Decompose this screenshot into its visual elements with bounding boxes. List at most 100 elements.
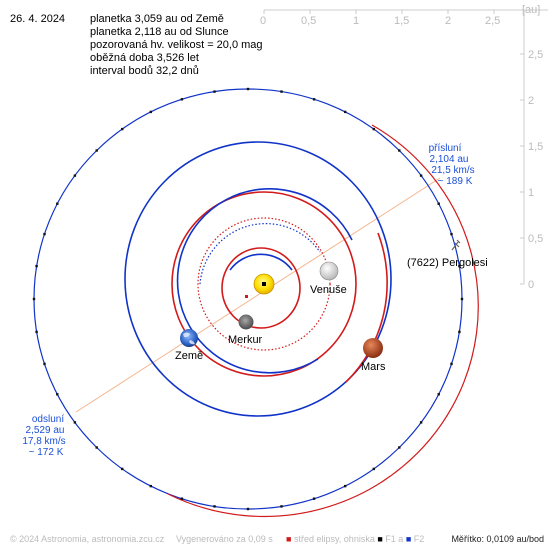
asteroid-marker	[451, 239, 461, 251]
asteroid-orbit-back	[167, 124, 479, 518]
asteroid-orbit-point	[149, 110, 152, 114]
svg-text:2,104 au: 2,104 au	[430, 154, 469, 165]
asteroid-orbit-point	[95, 149, 98, 152]
asteroid-orbit-point	[95, 446, 98, 449]
scale-label: Měřítko: 0,0109 au/bod	[451, 534, 544, 544]
asteroid-orbit-point	[312, 98, 316, 101]
asteroid-orbit-point	[372, 467, 375, 471]
asteroid-orbit-point	[372, 127, 375, 131]
asteroid-orbit	[33, 88, 463, 510]
y-tick-label: 2,5	[528, 49, 543, 61]
mercury-label: Merkur	[228, 334, 263, 346]
svg-text:~ 189 K: ~ 189 K	[438, 176, 473, 187]
asteroid-orbit-point	[344, 484, 347, 488]
asteroid-orbit-points	[32, 87, 464, 511]
asteroid-orbit-point	[450, 232, 453, 236]
x-axis-ticks	[263, 10, 495, 14]
x-axis: 0 0,5 1 1,5 2 2,5 [au]	[260, 4, 548, 27]
perihelion-info: přísluní 2,104 au 21,5 km/s ~ 189 K	[429, 143, 475, 187]
x-tick-label: 2,5	[485, 15, 500, 27]
venus-label: Venuše	[310, 284, 347, 296]
x-tick-label: 1	[353, 15, 359, 27]
asteroid-orbit-point	[437, 393, 440, 396]
mars	[363, 338, 383, 358]
asteroid-orbit-point	[419, 174, 423, 177]
asteroid-orbit-point	[121, 467, 124, 471]
y-axis: 2,5 2 1,5 1 0,5 0	[520, 10, 543, 291]
sun	[253, 273, 275, 295]
generation-time: Vygenerováno za 0,09 s	[176, 534, 273, 544]
info-line: planetka 3,059 au od Země	[90, 13, 224, 25]
y-tick-label: 1	[528, 187, 534, 199]
aphelion-info: odsluní 2,529 au 17,8 km/s ~ 172 K	[22, 414, 65, 458]
x-tick-label: 1,5	[394, 15, 409, 27]
earth-orbit-front	[176, 187, 353, 374]
asteroid-orbit-point	[460, 297, 464, 301]
mars-label: Mars	[361, 361, 386, 373]
asteroid-orbit-point	[213, 505, 216, 508]
earth-label: Země	[175, 350, 203, 362]
asteroid-orbit-point	[344, 110, 347, 114]
asteroid-orbit-point	[213, 90, 216, 93]
earth-orbit	[171, 191, 357, 377]
svg-text:2,529 au: 2,529 au	[26, 425, 65, 436]
asteroid-orbit-point	[56, 202, 59, 205]
asteroid-orbit-point	[312, 497, 316, 500]
legend-f1-text: F1 a	[385, 534, 404, 544]
mercury-orbit	[221, 247, 301, 329]
asteroid-orbit-point	[73, 421, 77, 424]
asteroid-orbit-point	[419, 421, 423, 424]
asteroid-label: (7622) Pergolesi	[407, 257, 488, 269]
x-tick-label: 0,5	[301, 15, 316, 27]
mercury	[238, 314, 254, 330]
asteroid-orbit-point	[458, 330, 461, 334]
legend: ■ střed elipsy, ohniska ■ F1 a ■ F2	[286, 534, 424, 544]
legend-center-text: střed elipsy, ohniska	[293, 534, 375, 544]
x-tick-label: 0	[260, 15, 266, 27]
mercury-orbit-front	[229, 253, 293, 271]
svg-text:~ 172 K: ~ 172 K	[29, 447, 64, 458]
asteroid-orbit-point	[246, 87, 250, 91]
asteroid-orbit-point	[121, 127, 124, 131]
asteroid-orbit-point	[246, 507, 250, 511]
apsidal-line	[75, 177, 441, 413]
legend-center-icon: ■	[286, 534, 292, 544]
asteroid-orbit-point	[280, 505, 283, 508]
y-tick-label: 0,5	[528, 233, 543, 245]
copyright: © 2024 Astronomia, astronomia.zcu.cz	[10, 534, 165, 544]
y-tick-label: 2	[528, 95, 534, 107]
ellipse-center-marker	[245, 295, 248, 298]
asteroid-orbit-point	[35, 330, 38, 334]
svg-text:odsluní: odsluní	[32, 414, 64, 425]
asteroid-orbit-point	[437, 202, 440, 205]
info-line: interval bodů 32,2 dnů	[90, 65, 199, 77]
asteroid-orbit-point	[180, 98, 184, 101]
asteroid-orbit-point	[180, 497, 184, 500]
svg-text:21,5 km/s: 21,5 km/s	[431, 165, 474, 176]
venus-orbit-front	[199, 223, 321, 285]
venus-orbit-dotted	[197, 217, 331, 351]
asteroid-orbit-point	[73, 174, 77, 177]
legend-f2-icon: ■	[405, 534, 412, 544]
asteroid-orbit-point	[43, 362, 46, 366]
date-label: 26. 4. 2024	[10, 13, 66, 25]
legend-f1-icon: ■	[377, 534, 383, 544]
asteroid-orbit-point	[35, 264, 38, 268]
info-line: oběžná doba 3,526 let	[90, 52, 199, 64]
asteroid-orbit-point	[32, 297, 36, 301]
asteroid-orbit-point	[458, 264, 461, 268]
venus	[319, 261, 339, 281]
y-tick-label: 0	[528, 279, 534, 291]
info-panel: planetka 3,059 au od Země planetka 2,118…	[90, 13, 263, 78]
mars-orbit	[124, 141, 392, 417]
legend-f2-text: F2	[413, 534, 425, 544]
asteroid-orbit-point	[280, 90, 283, 93]
asteroid-orbit-point	[43, 232, 46, 236]
info-line: planetka 2,118 au od Slunce	[90, 26, 229, 38]
info-line: pozorovaná hv. velikost = 20,0 mag	[90, 39, 263, 51]
asteroid-orbit-point	[149, 484, 152, 488]
asteroid-orbit-point	[450, 362, 453, 366]
asteroid-orbit-point	[398, 149, 401, 152]
earth	[180, 329, 198, 347]
